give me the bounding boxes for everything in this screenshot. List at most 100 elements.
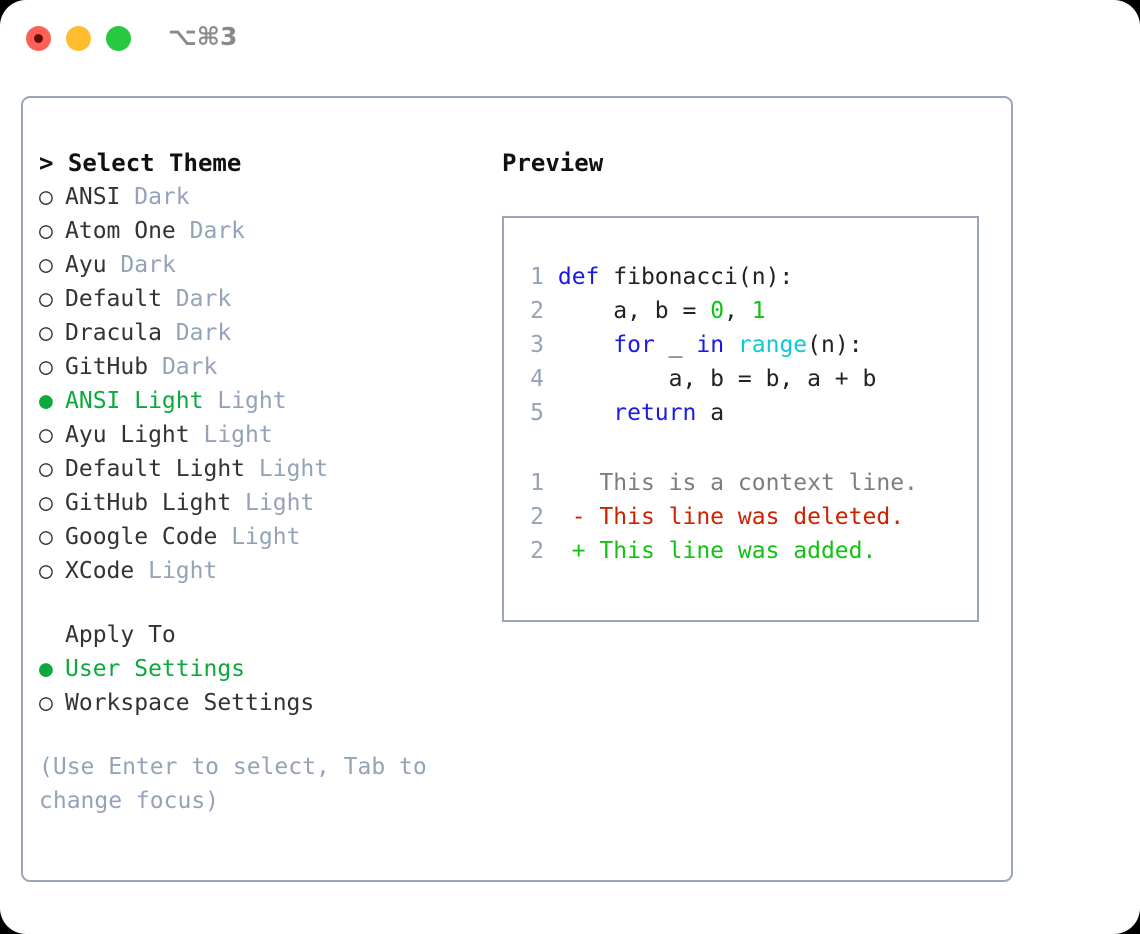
radio-unselected-icon: ○ (39, 354, 53, 380)
radio-unselected-icon: ○ (39, 286, 53, 312)
theme-option-ansi-light[interactable]: ● ANSI Light Light (39, 384, 489, 418)
theme-selector-column: > Select Theme ○ANSI Dark○Atom One Dark○… (39, 146, 489, 818)
code-line-number: 5 (530, 400, 544, 426)
radio-unselected-icon: ○ (39, 320, 53, 346)
code-token-num: 1 (751, 298, 766, 324)
theme-option-variant-tag: Light (203, 422, 273, 448)
theme-option-label: XCode (65, 558, 135, 584)
keyboard-shortcut-label: ⌥⌘3 (168, 22, 238, 51)
theme-option-variant-tag: Dark (120, 252, 176, 278)
theme-option-variant-tag: Dark (175, 320, 232, 346)
code-token-plain: a, b = b, a + b (557, 366, 877, 392)
code-token-kw: return (613, 400, 697, 426)
code-token-fn: range (737, 332, 808, 358)
radio-unselected-icon: ○ (39, 558, 53, 584)
close-window-button[interactable] (26, 26, 51, 51)
maximize-window-button[interactable] (106, 26, 131, 51)
apply-to-option-list: ●User Settings ○ Workspace Settings (39, 652, 489, 720)
theme-option-variant-tag: Light (231, 524, 301, 550)
code-token-kw: in (696, 332, 725, 358)
theme-option-label: Ayu (65, 252, 107, 278)
theme-option-github[interactable]: ○ GitHub Dark (39, 350, 489, 384)
theme-option-ansi[interactable]: ○ANSI Dark (39, 180, 489, 214)
diff-line-text: + This line was added. (571, 538, 877, 564)
code-line-number: 3 (530, 332, 544, 358)
theme-option-list: ○ANSI Dark○Atom One Dark○Ayu Dark○Defaul… (39, 180, 489, 588)
theme-option-github-light[interactable]: ○ GitHub Light Light (39, 486, 489, 520)
code-token-plain: fibonacci(n): (599, 264, 794, 290)
select-theme-heading: > Select Theme (39, 149, 242, 177)
theme-option-label: ANSI Light (65, 388, 204, 414)
code-token-num: 0 (710, 298, 725, 324)
radio-unselected-icon: ○ (39, 422, 53, 448)
diff-line-number: 2 (530, 504, 544, 530)
code-line: 2 a, b = 0, 1 (514, 294, 971, 328)
radio-selected-icon: ● (39, 656, 53, 682)
theme-option-label: Ayu Light (65, 422, 190, 448)
theme-option-label: GitHub Light (65, 490, 232, 516)
theme-option-google-code[interactable]: ○ Google Code Light (39, 520, 489, 554)
radio-unselected-icon: ○ (39, 490, 53, 516)
diff-line-text: This is a context line. (571, 470, 918, 496)
keyboard-hint-text: (Use Enter to select, Tab to change focu… (39, 754, 441, 814)
code-token-kw: def (557, 264, 600, 290)
theme-option-label: GitHub (65, 354, 149, 380)
theme-option-ayu[interactable]: ○ Ayu Dark (39, 248, 489, 282)
preview-heading: Preview (502, 149, 604, 177)
code-line: 1 def fibonacci(n): (514, 260, 971, 294)
title-bar: ⌥⌘3 (0, 0, 1140, 78)
theme-option-dracula[interactable]: ○ Dracula Dark (39, 316, 489, 350)
theme-option-variant-tag: Dark (175, 286, 232, 312)
theme-option-label: Dracula (65, 320, 162, 346)
code-line-number: 2 (530, 298, 544, 324)
code-line-number: 1 (530, 264, 544, 290)
code-token-plain: a (696, 400, 725, 426)
radio-unselected-icon: ○ (39, 690, 53, 716)
preview-column: Preview 1 def fibonacci(n):2 a, b = 0, 1… (502, 146, 992, 622)
code-token-plain (724, 332, 738, 358)
diff-sample: 1 This is a context line.2 - This line w… (514, 466, 971, 568)
diff-line-text: - This line was deleted. (571, 504, 905, 530)
theme-option-default[interactable]: ○ Default Dark (39, 282, 489, 316)
theme-option-xcode[interactable]: ○ XCode Light (39, 554, 489, 588)
diff-line-number: 2 (530, 538, 544, 564)
code-token-plain: _ (654, 332, 697, 358)
apply-to-option-workspace-settings[interactable]: ○ Workspace Settings (39, 686, 489, 720)
main-panel: > Select Theme ○ANSI Dark○Atom One Dark○… (21, 96, 1013, 882)
diff-line-ctx: 1 This is a context line. (514, 466, 971, 500)
apply-to-option-user-settings[interactable]: ●User Settings (39, 652, 489, 686)
theme-option-variant-tag: Light (217, 388, 287, 414)
diff-line-del: 2 - This line was deleted. (514, 500, 971, 534)
code-token-plain: , (724, 298, 752, 324)
code-line: 3 for _ in range(n): (514, 328, 971, 362)
radio-unselected-icon: ○ (39, 524, 53, 550)
theme-option-label: Atom One (65, 218, 176, 244)
theme-option-label: Google Code (65, 524, 218, 550)
code-token-plain: (n): (807, 332, 863, 358)
theme-option-variant-tag: Light (258, 456, 329, 482)
apply-to-heading: Apply To (65, 622, 176, 648)
radio-selected-icon: ● (39, 388, 53, 414)
radio-unselected-icon: ○ (39, 252, 53, 278)
code-token-plain (558, 400, 613, 426)
theme-option-label: Default (65, 286, 162, 312)
theme-option-variant-tag: Light (148, 558, 218, 584)
theme-option-variant-tag: Dark (161, 354, 218, 380)
theme-option-default-light[interactable]: ○Default Light Light (39, 452, 489, 486)
radio-unselected-icon: ○ (39, 456, 53, 482)
diff-line-number: 1 (530, 470, 544, 496)
diff-line-add: 2 + This line was added. (514, 534, 971, 568)
apply-to-option-label: Workspace Settings (65, 690, 315, 716)
code-token-plain: a, b = (557, 298, 711, 324)
theme-option-atom-one[interactable]: ○Atom One Dark (39, 214, 489, 248)
minimize-window-button[interactable] (66, 26, 91, 51)
theme-option-ayu-light[interactable]: ○ Ayu Light Light (39, 418, 489, 452)
theme-option-variant-tag: Dark (134, 184, 190, 210)
code-line-number: 4 (530, 366, 544, 392)
theme-option-label: ANSI (65, 184, 121, 210)
theme-option-variant-tag: Light (245, 490, 315, 516)
code-token-kw: for (613, 332, 655, 358)
